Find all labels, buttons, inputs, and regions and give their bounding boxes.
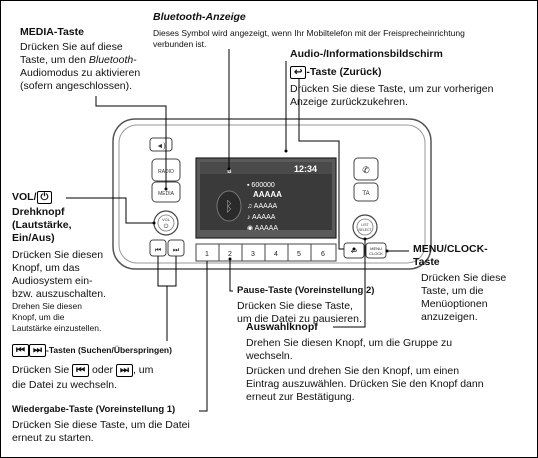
back-button-line2: Anzeige zurückzukehren. bbox=[290, 96, 408, 108]
svg-text:♫ AAAAA: ♫ AAAAA bbox=[247, 203, 277, 210]
svg-text:3: 3 bbox=[251, 251, 255, 258]
svg-text:2: 2 bbox=[228, 251, 232, 258]
back-arrow-icon: ↩ bbox=[290, 66, 307, 79]
pause-button-line2: um die Datei zu pausieren. bbox=[237, 313, 362, 325]
vol-knob-line6: Knopf, um die bbox=[12, 312, 65, 322]
svg-text:TA: TA bbox=[362, 191, 369, 197]
back-button-title: ↩-Taste (Zurück) bbox=[290, 66, 381, 79]
svg-text:⏮: ⏮ bbox=[155, 246, 161, 254]
bluetooth-indicator-title: Bluetooth-Anzeige bbox=[153, 11, 246, 23]
svg-text:↩: ↩ bbox=[351, 247, 358, 256]
svg-text:♪ AAAAA: ♪ AAAAA bbox=[247, 214, 276, 221]
skip-back-icon: ⏮ bbox=[12, 344, 29, 357]
skip-forward-icon: ⏭ bbox=[115, 364, 133, 377]
pause-button-title: Pause-Taste (Voreinstellung 2) bbox=[237, 285, 375, 296]
svg-text:VOL: VOL bbox=[162, 217, 171, 222]
power-icon: ⏻ bbox=[36, 191, 53, 204]
svg-text:MENU: MENU bbox=[370, 246, 382, 251]
pause-button-line1: Drücken Sie diese Taste, bbox=[237, 300, 353, 312]
selector-knob-line3: Drücken und drehen Sie den Knopf, um ein… bbox=[246, 365, 460, 377]
svg-text:ʙ: ʙ bbox=[227, 166, 232, 175]
svg-text:◄): ◄) bbox=[156, 143, 165, 150]
svg-text:CLOCK: CLOCK bbox=[369, 251, 383, 256]
svg-text:◉ AAAAA: ◉ AAAAA bbox=[247, 225, 278, 232]
media-button-line1: Drücken Sie auf diese bbox=[20, 41, 123, 53]
play-button-line2: erneut zu starten. bbox=[12, 432, 94, 444]
media-button-line4: (sofern angeschlossen). bbox=[20, 80, 133, 92]
selector-knob-line1: Drehen Sie diesen Knopf, um die Gruppe z… bbox=[246, 337, 453, 349]
svg-text:⏭: ⏭ bbox=[173, 246, 180, 254]
selector-knob-title: Auswahlknopf bbox=[246, 321, 318, 333]
svg-text:⏻: ⏻ bbox=[164, 223, 169, 230]
media-button-title: MEDIA-Taste bbox=[20, 26, 84, 38]
svg-text:1: 1 bbox=[205, 251, 209, 258]
menu-clock-line1: Drücken Sie diese bbox=[421, 272, 507, 284]
skip-back-icon: ⏮ bbox=[72, 364, 90, 377]
svg-text:4: 4 bbox=[274, 251, 278, 258]
svg-text:MEDIA: MEDIA bbox=[158, 191, 175, 197]
media-button-line3: Audiomodus zu aktivieren bbox=[20, 67, 141, 79]
skip-buttons-line2: die Datei zu wechseln. bbox=[12, 379, 118, 391]
skip-buttons-line1: Drücken Sie ⏮ oder ⏭, um bbox=[12, 364, 154, 377]
svg-text:SELECT: SELECT bbox=[358, 228, 372, 232]
vol-knob-line7: Lautstärke einzustellen. bbox=[12, 323, 102, 333]
vol-knob-title3: (Lautstärke, bbox=[12, 219, 72, 231]
bluetooth-indicator-line2: verbunden ist. bbox=[153, 39, 207, 49]
selector-knob-line2: wechseln. bbox=[246, 350, 293, 362]
menu-clock-line3: Menüoptionen bbox=[421, 298, 488, 310]
vol-knob-line5: Drehen Sie diesen bbox=[12, 301, 82, 311]
svg-text:12:34: 12:34 bbox=[294, 164, 317, 174]
selector-knob-line5: erneut zur Bestätigung. bbox=[246, 391, 355, 403]
bluetooth-indicator-line1: Dieses Symbol wird angezeigt, wenn Ihr M… bbox=[153, 28, 465, 38]
phone-button[interactable] bbox=[353, 157, 379, 181]
svg-text:✆: ✆ bbox=[362, 166, 370, 176]
media-button-line2: Taste, um den Bluetooth- bbox=[20, 54, 137, 66]
svg-text:ᛒ: ᛒ bbox=[225, 199, 233, 215]
svg-text:5: 5 bbox=[297, 251, 301, 258]
svg-text:▪ 600000: ▪ 600000 bbox=[247, 182, 275, 189]
vol-knob-line1: Drücken Sie diesen bbox=[12, 249, 104, 261]
menu-clock-title2: Taste bbox=[413, 256, 440, 268]
selector-knob-line4: Eintrag auszuwählen. Drücken Sie den Kno… bbox=[246, 378, 484, 390]
play-button-title: Wiedergabe-Taste (Voreinstellung 1) bbox=[12, 404, 176, 415]
skip-forward-icon: ⏭ bbox=[29, 344, 46, 357]
svg-text:6: 6 bbox=[321, 251, 325, 258]
vol-knob-title4: Ein/Aus) bbox=[12, 232, 55, 244]
back-button-line1: Drücken Sie diese Taste, um zur vorherig… bbox=[290, 83, 494, 95]
vol-knob-line4: bzw. auszuschalten. bbox=[12, 288, 106, 300]
ta-button[interactable] bbox=[353, 182, 379, 202]
menu-clock-title1: MENU/CLOCK- bbox=[413, 243, 488, 255]
vol-knob-title1: VOL/⏻ bbox=[12, 191, 53, 204]
skip-buttons-title: ⏮⏭-Tasten (Suchen/Überspringen) bbox=[12, 344, 172, 357]
menu-clock-line4: anzuzeigen. bbox=[421, 311, 478, 323]
menu-clock-line2: Taste, um die bbox=[421, 285, 484, 297]
play-button-line1: Drücken Sie diese Taste, um die Datei bbox=[12, 419, 190, 431]
audio-screen-title: Audio-/Informationsbildschirm bbox=[290, 48, 443, 60]
vol-knob-title2: Drehknopf bbox=[12, 206, 65, 218]
svg-text:AAAAA: AAAAA bbox=[253, 190, 282, 199]
vol-knob-line3: Audiosystem ein- bbox=[12, 275, 93, 287]
vol-knob-line2: Knopf, um das bbox=[12, 262, 80, 274]
svg-text:LIST: LIST bbox=[361, 223, 369, 227]
